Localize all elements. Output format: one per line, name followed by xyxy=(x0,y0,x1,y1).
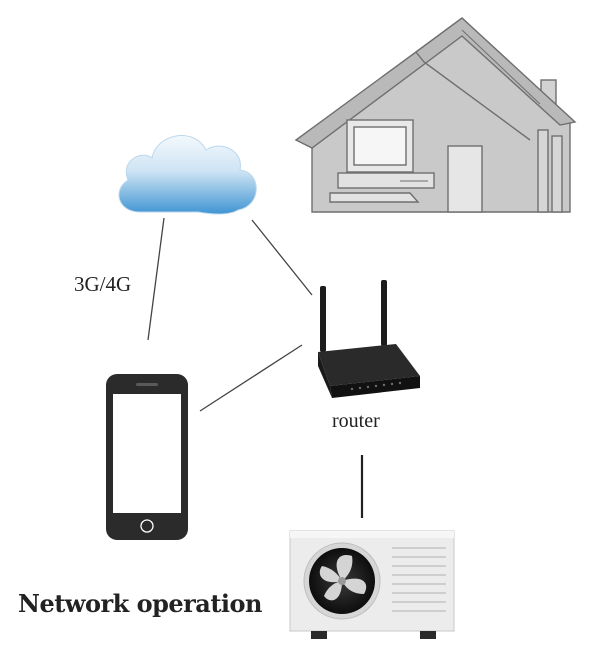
line-phone-router xyxy=(199,344,303,412)
house-icon xyxy=(294,17,577,213)
line-cloud-router xyxy=(251,219,313,296)
router-icon xyxy=(318,280,420,398)
cloud-icon xyxy=(118,135,257,215)
router-label: router xyxy=(332,410,380,432)
smartphone-icon xyxy=(106,374,188,540)
air-conditioner-icon xyxy=(289,530,455,639)
line-cloud-phone xyxy=(147,217,165,341)
diagram-title: Network operation xyxy=(18,589,263,618)
connector-lines xyxy=(147,217,364,518)
network-type-label: 3G/4G xyxy=(74,272,132,296)
